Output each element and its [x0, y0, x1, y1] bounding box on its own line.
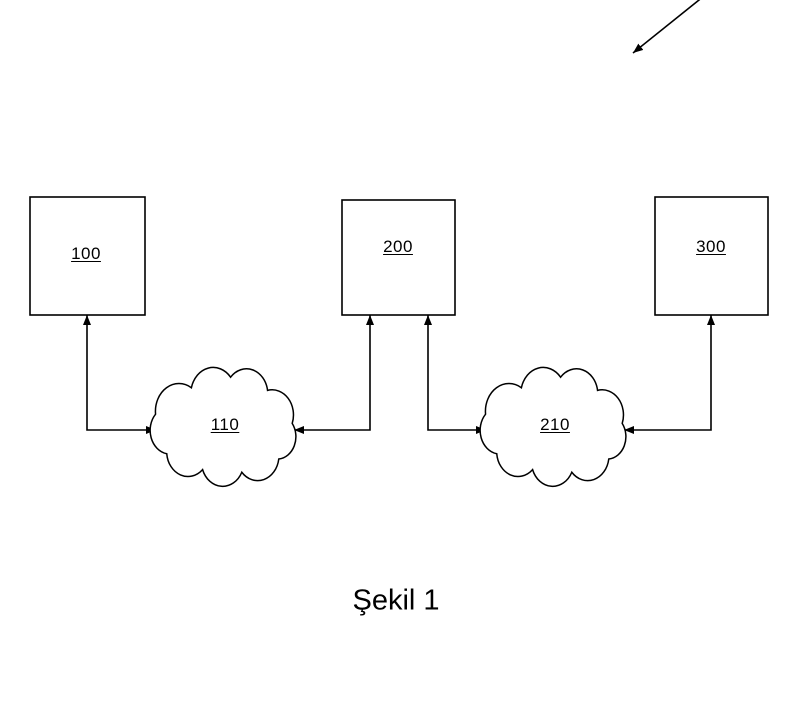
figure-caption: Şekil 1 — [352, 584, 440, 617]
cloud-110-label: 110 — [210, 415, 240, 434]
cloud-110 — [150, 367, 296, 486]
box-200-label: 200 — [383, 237, 413, 256]
box-200 — [341, 199, 456, 316]
box-100-label: 100 — [71, 244, 101, 263]
arrow-box300-cloud210 — [624, 315, 715, 434]
cloud-210-label: 210 — [540, 415, 570, 434]
arrow-box200-cloud110 — [294, 315, 374, 434]
box-300-label: 300 — [696, 237, 726, 256]
arrow-box100-cloud110 — [83, 315, 156, 434]
pointer-arrow — [632, 0, 701, 54]
cloud-210 — [480, 367, 626, 486]
arrow-box200-cloud210 — [424, 315, 486, 434]
